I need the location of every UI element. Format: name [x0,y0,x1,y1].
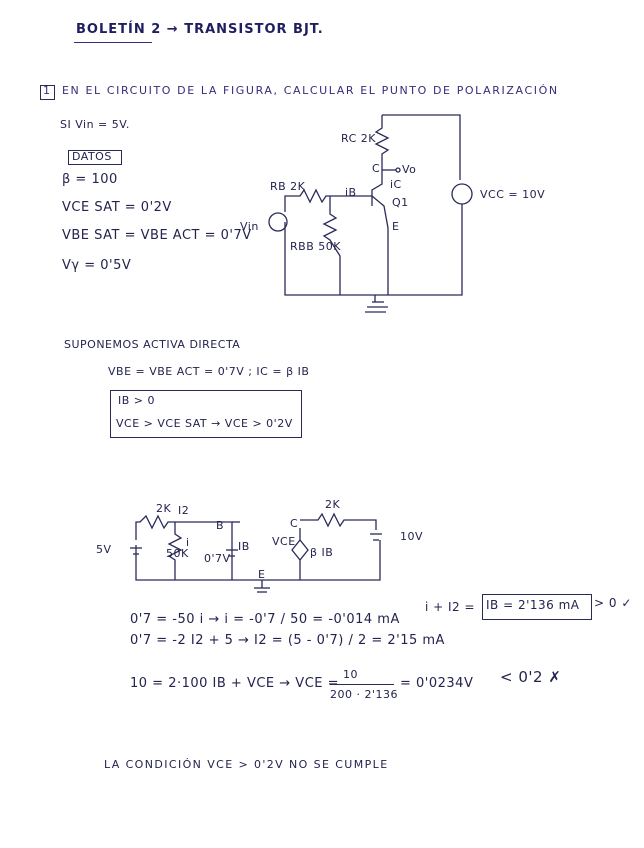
vo-label: Vo [402,163,417,176]
problem-statement: EN EL CIRCUITO DE LA FIGURA, CALCULAR EL… [62,84,559,97]
condition-vce: VCE > VCE SAT → VCE > 0'2V [116,417,293,430]
vgamma-value: Vγ = 0'5V [62,258,132,273]
title-underline [74,42,152,43]
rbb-label: RBB 50K [290,240,341,253]
ib-check: > 0 ✓ [594,596,632,610]
rc-label: RC 2K [341,132,376,145]
conclusion: LA CONDICIÓN VCE > 0'2V NO SE CUMPLE [104,758,389,771]
equation-2: 0'7 = -2 I2 + 5 → I2 = (5 - 0'7) / 2 = 2… [130,633,445,648]
vce-sat-value: VCE SAT = 0'2V [62,200,172,215]
rb-label: RB 2K [270,180,306,193]
equation-1: 0'7 = -50 i → i = -0'7 / 50 = -0'014 mA [130,612,400,627]
equation-3-num: 10 [343,668,358,681]
c2-ib-label: IB [238,540,250,553]
problem-number-box [40,85,55,100]
datos-box [68,150,122,165]
equation-3-compare: < 0'2 ✗ [500,668,562,686]
c2-10v-label: 10V [400,530,424,543]
equation-3-den: 200 · 2'136 [330,688,399,701]
datos-heading: DATOS [72,150,112,163]
side-sum: i + I2 = [425,600,476,614]
ib-result: IB = 2'136 mA [486,598,580,612]
condition-ib: IB > 0 [118,394,155,407]
equation-3-rhs: = 0'0234V [400,676,474,691]
collector-label: C [372,162,381,175]
vin-label: Vin [240,220,259,233]
c2-beta-ib-label: β IB [310,546,334,559]
equation-3-fraction-bar [330,684,394,685]
problem-condition: SI Vin = 5V. [60,118,130,131]
problem-number: 1 [43,84,51,97]
c2-07v-label: 0'7V [204,552,231,565]
c2-vce-label: VCE [272,535,296,548]
c2-b-label: B [216,519,225,532]
ib-label: iB [345,186,357,199]
c2-c-label: C [290,517,299,530]
c2-i2-label: I2 [178,504,190,517]
c2-5v-label: 5V [96,543,112,556]
beta-value: β = 100 [62,172,118,187]
page-title: BOLETÍN 2 → TRANSISTOR BJT. [76,22,324,37]
c2-i-label: i [186,536,190,549]
hypothesis-conditions-box [110,390,302,438]
ic-label: iC [390,178,402,191]
emitter-label: E [392,220,400,233]
equation-3-lhs: 10 = 2·100 IB + VCE → VCE = [130,676,340,691]
c2-50k-label: 50K [166,547,189,560]
c2-r2-label: 2K [325,498,341,511]
q1-label: Q1 [392,196,409,209]
c2-r1-label: 2K [156,502,172,515]
hypothesis-eq: VBE = VBE ACT = 0'7V ; IC = β IB [108,365,310,378]
ib-result-box [482,594,592,620]
vcc-label: VCC = 10V [480,188,546,201]
c2-e-label: E [258,568,266,581]
vbe-sat-value: VBE SAT = VBE ACT = 0'7V [62,228,252,243]
hypothesis-heading: SUPONEMOS ACTIVA DIRECTA [64,338,241,351]
